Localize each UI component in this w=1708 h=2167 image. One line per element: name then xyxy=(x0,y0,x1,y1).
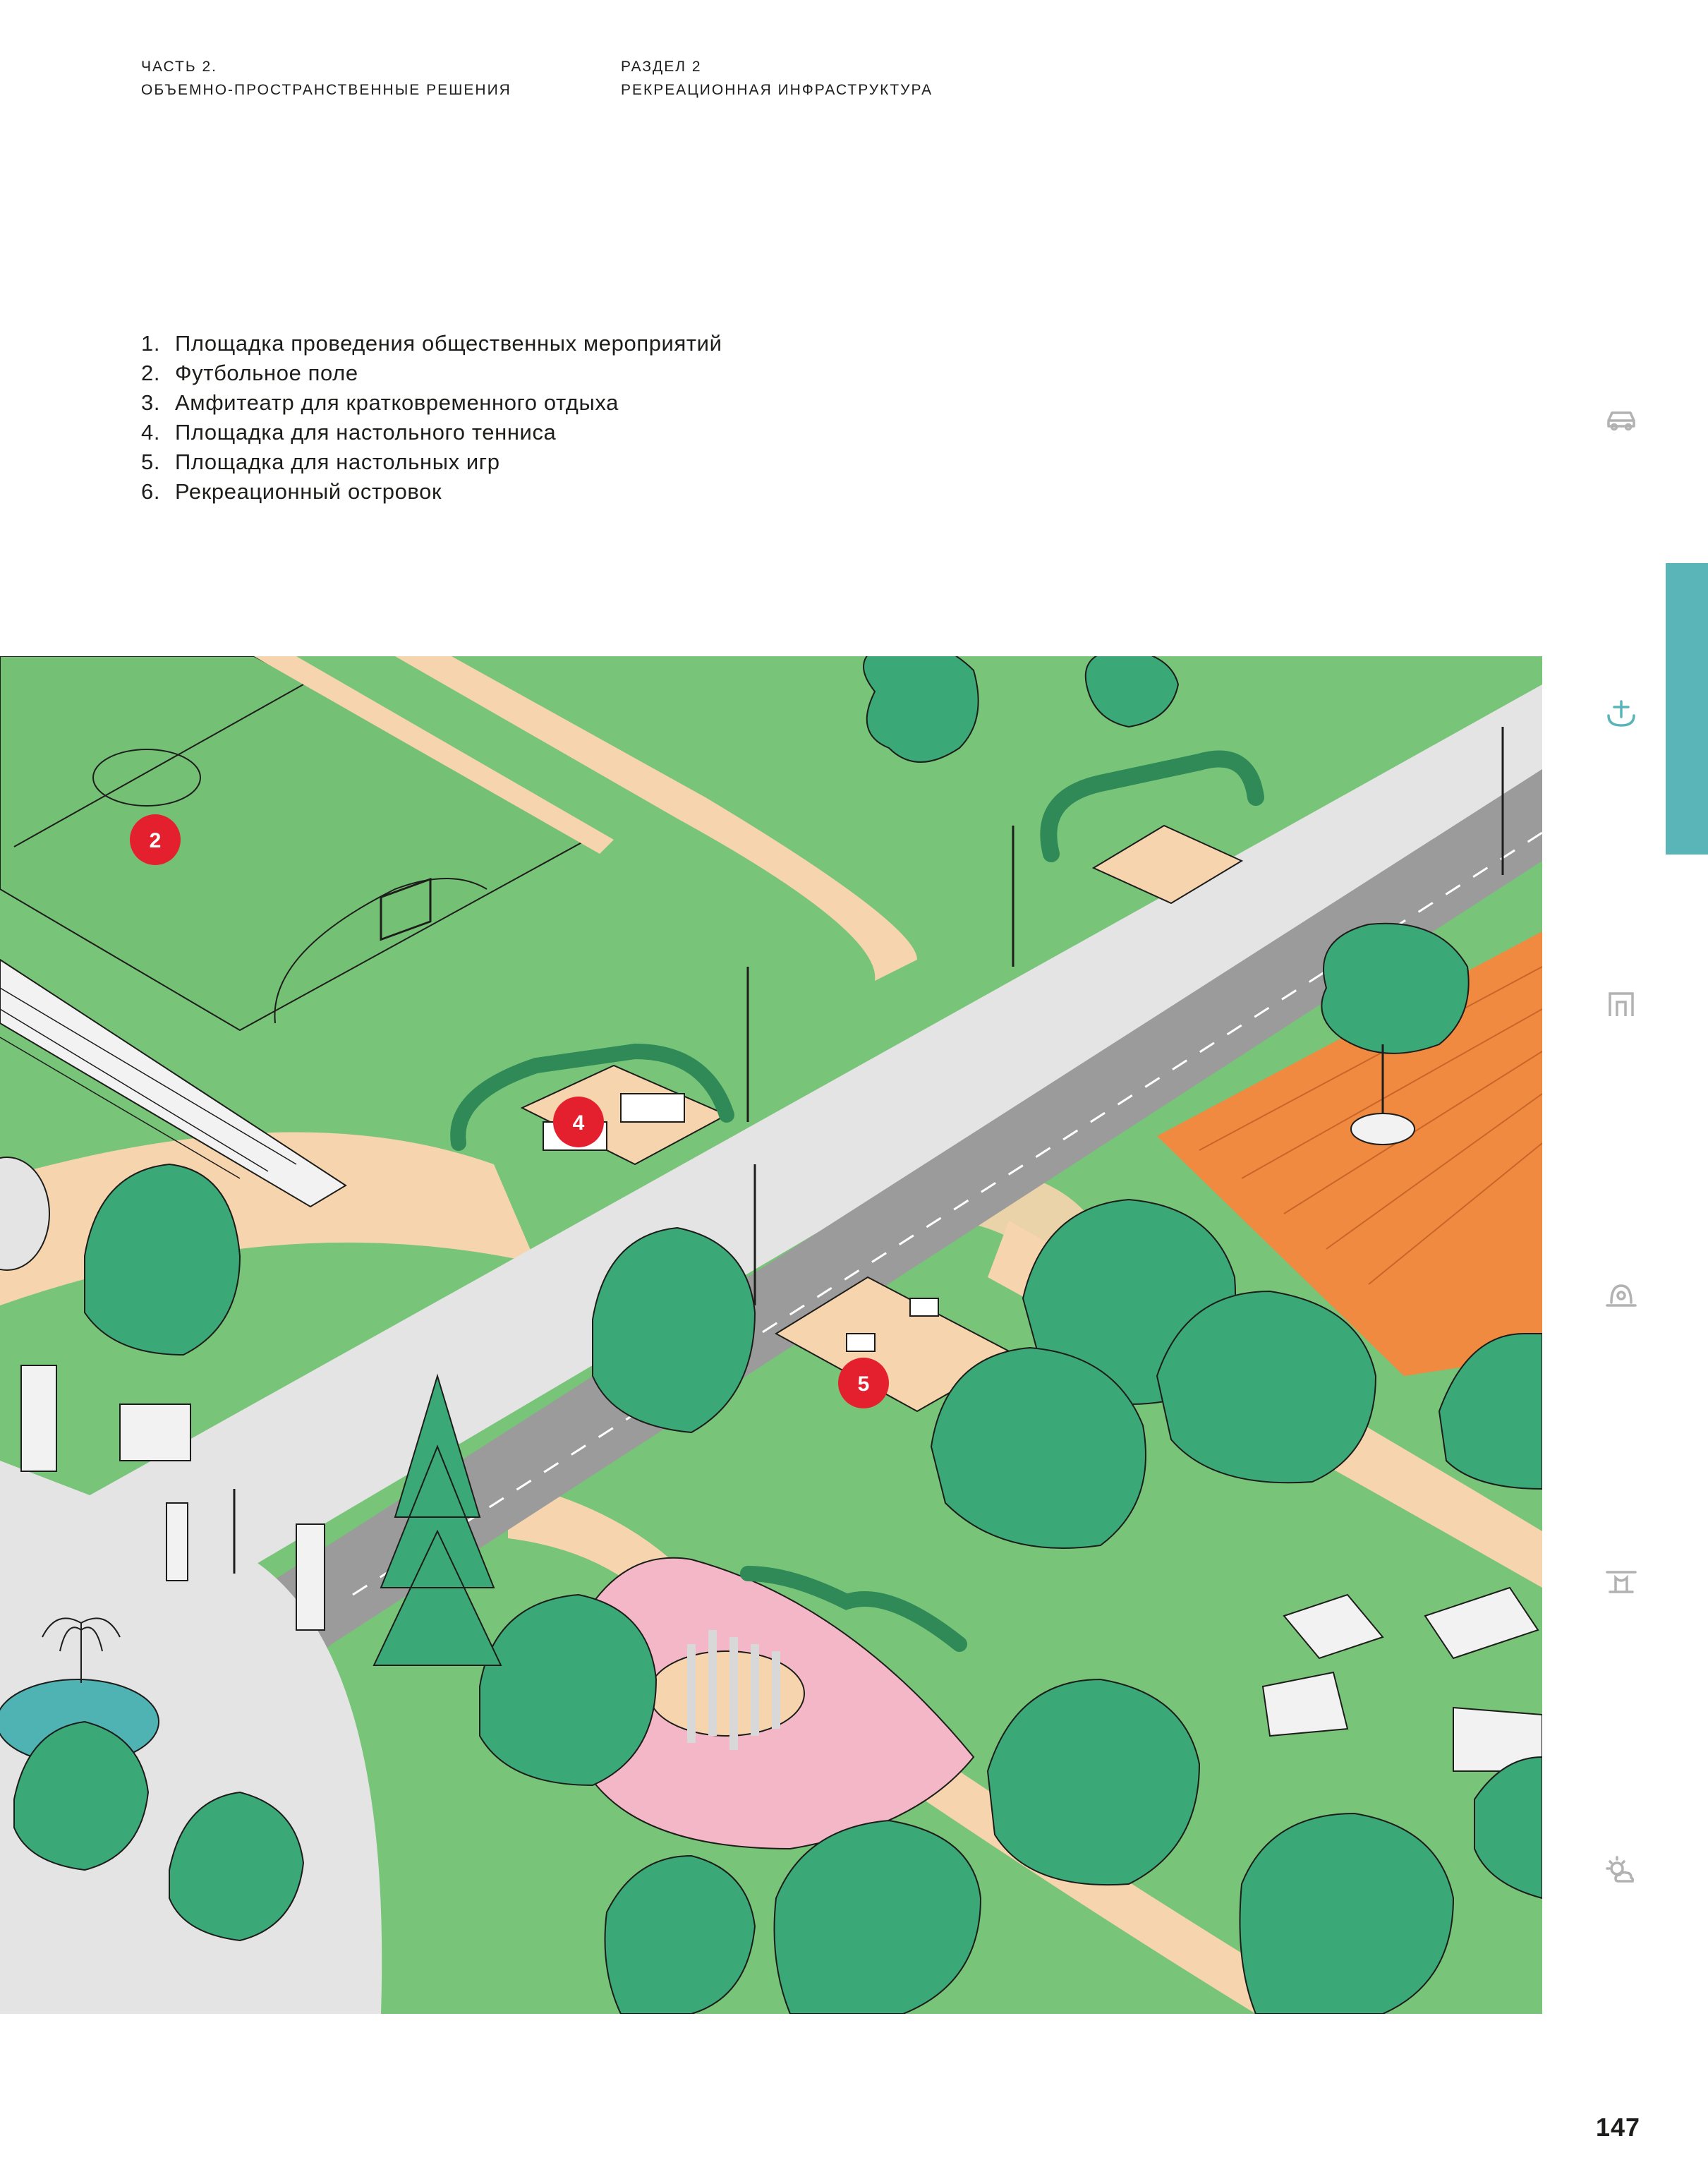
weather-icon[interactable] xyxy=(1600,1850,1642,1893)
running-header-part: ЧАСТЬ 2. ОБЪЕМНО-ПРОСТРАНСТВЕННЫЕ РЕШЕНИ… xyxy=(141,55,511,102)
amphitheater xyxy=(0,958,347,1208)
legend-text: Площадка для настольных игр xyxy=(175,449,500,474)
legend-item: 3. Амфитеатр для кратковременного отдыха xyxy=(141,388,722,418)
north-hedge xyxy=(1040,750,1264,862)
legend-item: 2. Футбольное поле xyxy=(141,358,722,388)
part-label: ЧАСТЬ 2. xyxy=(141,59,217,75)
legend-number: 1. xyxy=(141,331,161,356)
section-label: РАЗДЕЛ 2 xyxy=(621,59,702,75)
building-icon[interactable] xyxy=(1600,982,1642,1025)
legend-number: 6. xyxy=(141,479,161,504)
bridge-icon[interactable] xyxy=(1600,1559,1642,1602)
legend-text: Рекреационный островок xyxy=(175,479,442,504)
svg-text:2: 2 xyxy=(150,829,162,852)
section-title: РЕКРЕАЦИОННАЯ ИНФРАСТРУКТУРА xyxy=(621,82,933,98)
marker-2: 2 xyxy=(130,814,181,865)
legend-text: Амфитеатр для кратковременного отдыха xyxy=(175,390,619,415)
legend-number: 3. xyxy=(141,390,161,415)
marker-4: 4 xyxy=(553,1097,604,1147)
legend-item: 4. Площадка для настольного тенниса xyxy=(141,418,722,447)
lamp-posts xyxy=(233,727,1504,1574)
section-tab xyxy=(1666,563,1708,855)
legend-item: 1. Площадка проведения общественных мероп… xyxy=(141,329,722,358)
page-number: 147 xyxy=(1596,2113,1641,2142)
path-field-edge xyxy=(254,656,614,854)
trees xyxy=(13,656,1542,2014)
legend-item: 5. Площадка для настольных игр xyxy=(141,447,722,477)
running-header-section: РАЗДЕЛ 2 РЕКРЕАЦИОННАЯ ИНФРАСТРУКТУРА xyxy=(621,55,933,102)
park-map: 2 4 5 xyxy=(0,656,1542,2014)
orange-deck xyxy=(1157,931,1542,1376)
car-icon[interactable] xyxy=(1600,399,1642,442)
kiosk xyxy=(119,1404,191,1461)
legend-number: 5. xyxy=(141,449,161,474)
legend-text: Площадка для настольного тенниса xyxy=(175,420,557,445)
legend-text: Площадка проведения общественных меропри… xyxy=(175,331,722,356)
legend-text: Футбольное поле xyxy=(175,361,358,385)
pond-icon[interactable] xyxy=(1600,1274,1642,1317)
legend-list: 1. Площадка проведения общественных мероп… xyxy=(141,329,722,507)
legend-item: 6. Рекреационный островок xyxy=(141,477,722,507)
part-title: ОБЪЕМНО-ПРОСТРАНСТВЕННЫЕ РЕШЕНИЯ xyxy=(141,82,511,98)
park-illustration: 2 4 5 xyxy=(0,656,1542,2014)
svg-text:5: 5 xyxy=(858,1372,870,1396)
legend-number: 4. xyxy=(141,420,161,445)
fountain-icon[interactable] xyxy=(1600,692,1642,734)
svg-text:4: 4 xyxy=(573,1111,585,1135)
bike-lane xyxy=(240,769,1542,1715)
tennis-hedge xyxy=(450,1043,734,1151)
playground-hedge xyxy=(740,1566,967,1652)
path-north xyxy=(395,656,917,981)
sidewalk xyxy=(0,684,1542,1715)
marker-5: 5 xyxy=(838,1358,889,1408)
legend-number: 2. xyxy=(141,361,161,385)
